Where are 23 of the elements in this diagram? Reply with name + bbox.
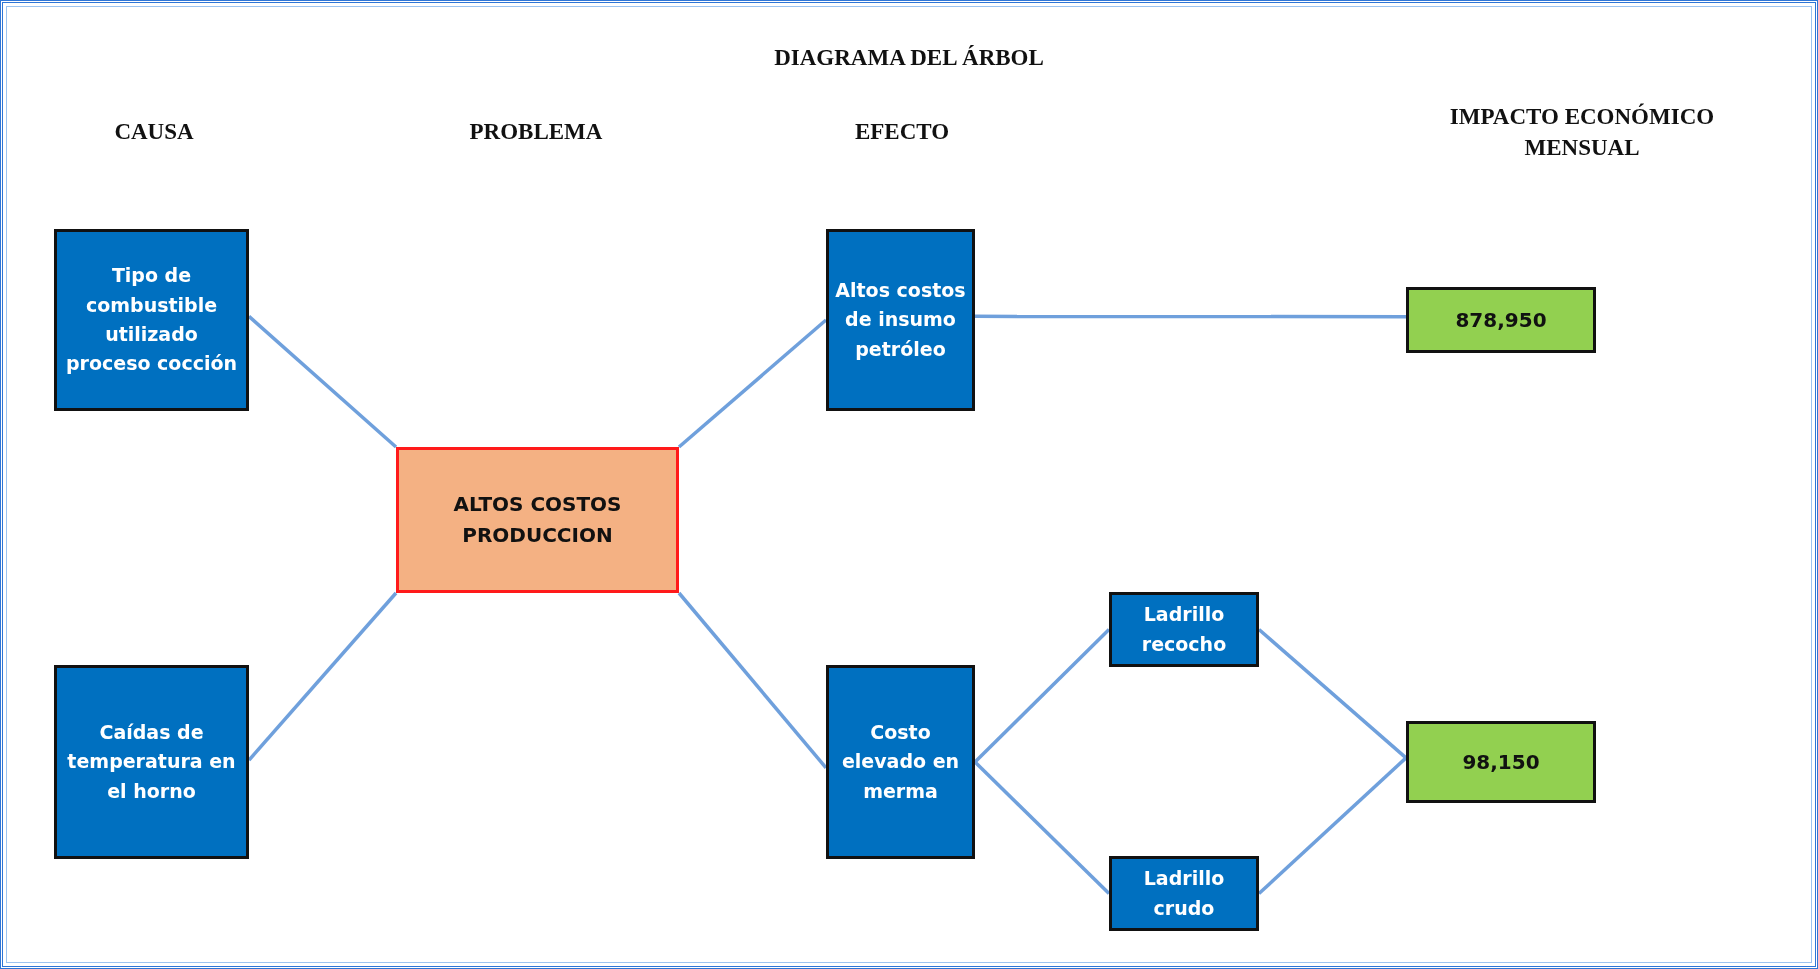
connector-line [677, 591, 828, 769]
value-box: 98,150 [1406, 721, 1596, 803]
process-box: Altos costos de insumo petróleo [826, 229, 975, 411]
connector-line [247, 591, 398, 762]
process-box: Costo elevado en merma [826, 665, 975, 859]
connector-line [973, 760, 1111, 895]
connector-line [247, 315, 398, 449]
diagram-title: DIAGRAMA DEL ÁRBOL [773, 45, 1045, 71]
connector-line [975, 314, 1406, 319]
column-header: IMPACTO ECONÓMICO MENSUAL [1448, 102, 1716, 163]
column-header: EFECTO [853, 118, 951, 146]
connector-line [1257, 628, 1408, 760]
process-box: Caídas de temperatura en el horno [54, 665, 249, 859]
connector-line [973, 628, 1111, 764]
connector-line [1257, 756, 1408, 895]
process-box: Ladrillo crudo [1109, 856, 1259, 931]
problem-box: ALTOS COSTOS PRODUCCION [396, 447, 679, 593]
process-box: Ladrillo recocho [1109, 592, 1259, 667]
column-header: CAUSA [113, 118, 195, 146]
process-box: Tipo de combustible utilizado proceso cocción [54, 229, 249, 411]
connector-line [677, 318, 828, 449]
value-box: 878,950 [1406, 287, 1596, 353]
column-header: PROBLEMA [468, 118, 604, 146]
